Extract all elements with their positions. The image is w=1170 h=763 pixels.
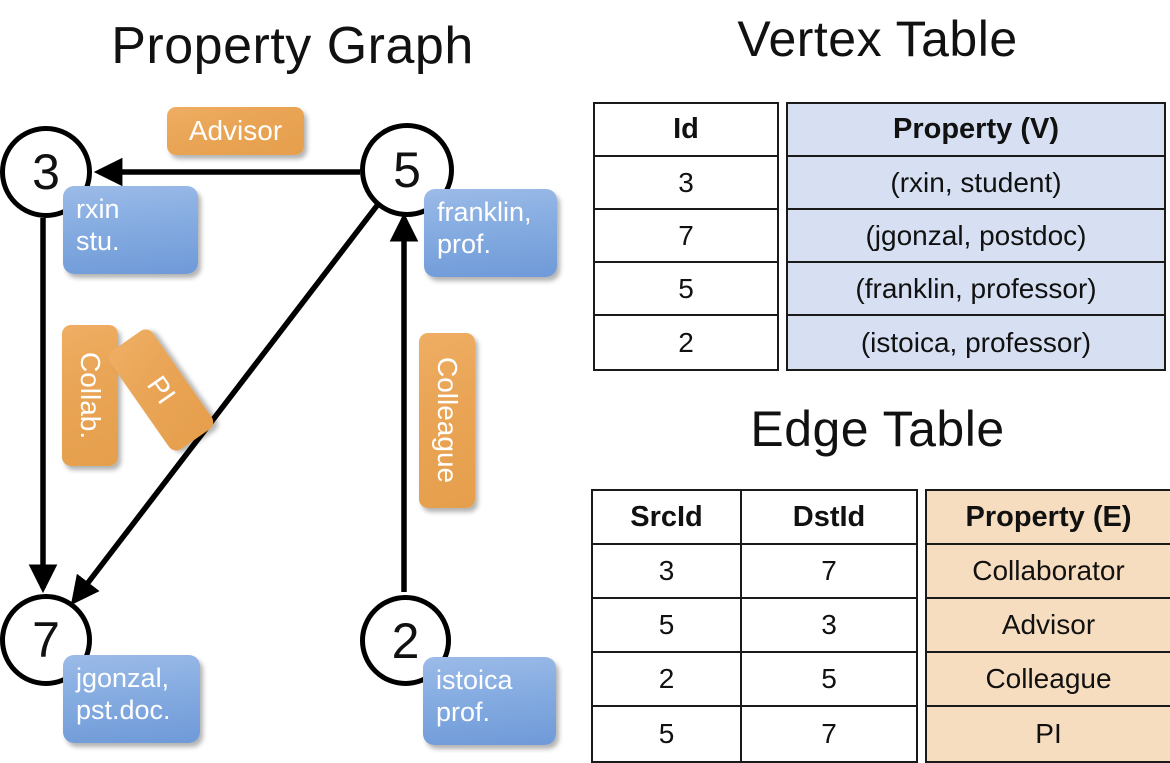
table-row: 7 <box>595 210 777 263</box>
vertex-node-5-label: 5 <box>393 142 421 198</box>
edge-5-to-7 <box>70 201 382 606</box>
vertex-property-2-line2: prof. <box>436 696 491 727</box>
edge-table-srcid-column: SrcId 3 5 2 5 <box>591 489 742 763</box>
edge-label-colleague: Colleague <box>419 333 475 508</box>
table-row: PI <box>927 707 1170 761</box>
edge-label-collab-text: Collab. <box>75 351 106 440</box>
edge-label-collab: Collab. <box>62 325 118 466</box>
page-title-vertex-table: Vertex Table <box>737 11 1018 67</box>
edge-table-header-property: Property (E) <box>927 491 1170 545</box>
table-row: 5 <box>742 653 916 707</box>
vertex-property-3-line2: stu. <box>76 225 120 256</box>
vertex-property-box-2: istoica prof. <box>423 657 556 745</box>
vertex-property-5-line2: prof. <box>437 228 492 259</box>
table-row: 5 <box>658 718 675 749</box>
graph-edges-layer <box>28 157 419 606</box>
vertex-property-box-3: rxin stu. <box>63 186 198 274</box>
table-row: (rxin, student) <box>788 157 1164 210</box>
property-graph-diagram: 3 5 7 2 rxin stu. franklin, prof. jgonza… <box>0 0 585 760</box>
edge-label-advisor-text: Advisor <box>188 115 283 146</box>
edge-table-property-column: Property (E) Collaborator Advisor Collea… <box>925 489 1170 763</box>
table-row: 2 <box>593 653 740 707</box>
table-row: 5 <box>595 263 777 316</box>
edge-table-header-dstid: DstId <box>742 491 916 545</box>
table-row: Colleague <box>927 653 1170 707</box>
vertex-table-property-column: Property (V) (rxin, student) (jgonzal, p… <box>786 102 1166 371</box>
vertex-table: Id 3 7 5 2 Property (V) (rxin, student) … <box>593 102 1166 371</box>
edge-label-pi-text: PI <box>141 369 182 410</box>
edge-table-header-srcid: SrcId <box>593 491 740 545</box>
vertex-node-3-label: 3 <box>32 144 60 200</box>
vertex-property-7-line2: pst.doc. <box>76 694 171 725</box>
vertex-table-header-property: Property (V) <box>788 104 1164 157</box>
table-row: Advisor <box>927 599 1170 653</box>
edge-table: SrcId 3 5 2 5 DstId 7 3 5 7 Property (E)… <box>591 489 1170 763</box>
table-row: (jgonzal, postdoc) <box>788 210 1164 263</box>
vertex-node-7-label: 7 <box>32 612 60 668</box>
edge-table-dstid-column: DstId 7 3 5 7 <box>742 489 918 763</box>
vertex-property-5-line1: franklin, <box>437 197 532 227</box>
table-row: 7 <box>821 718 837 749</box>
table-row: 3 <box>595 157 777 210</box>
page-title-property-graph: Property Graph <box>111 17 474 75</box>
edge-label-colleague-text: Colleague <box>432 357 463 484</box>
vertex-property-2-line1: istoica <box>436 665 513 695</box>
vertex-table-header-id: Id <box>595 104 777 157</box>
table-row: 3 <box>593 545 740 599</box>
table-row: 7 <box>742 545 916 599</box>
table-row: 2 <box>678 326 694 358</box>
vertex-property-7-line1: jgonzal, <box>76 663 170 693</box>
vertex-property-box-7: jgonzal, pst.doc. <box>63 655 200 743</box>
edge-label-advisor: Advisor <box>167 107 304 155</box>
vertex-property-box-5: franklin, prof. <box>424 189 557 277</box>
page-title-edge-table: Edge Table <box>750 401 1005 457</box>
table-row: 5 <box>593 599 740 653</box>
vertex-node-5[interactable]: 5 <box>360 123 454 217</box>
vertex-property-3-line1: rxin <box>76 194 120 224</box>
vertex-node-2-label: 2 <box>391 612 420 669</box>
table-row: (franklin, professor) <box>788 263 1164 316</box>
vertex-table-id-column: Id 3 7 5 2 <box>593 102 779 371</box>
vertex-node-2[interactable]: 2 <box>360 595 451 686</box>
table-row: 3 <box>742 599 916 653</box>
table-row: Collaborator <box>927 545 1170 599</box>
table-row: (istoica, professor) <box>788 316 1164 369</box>
